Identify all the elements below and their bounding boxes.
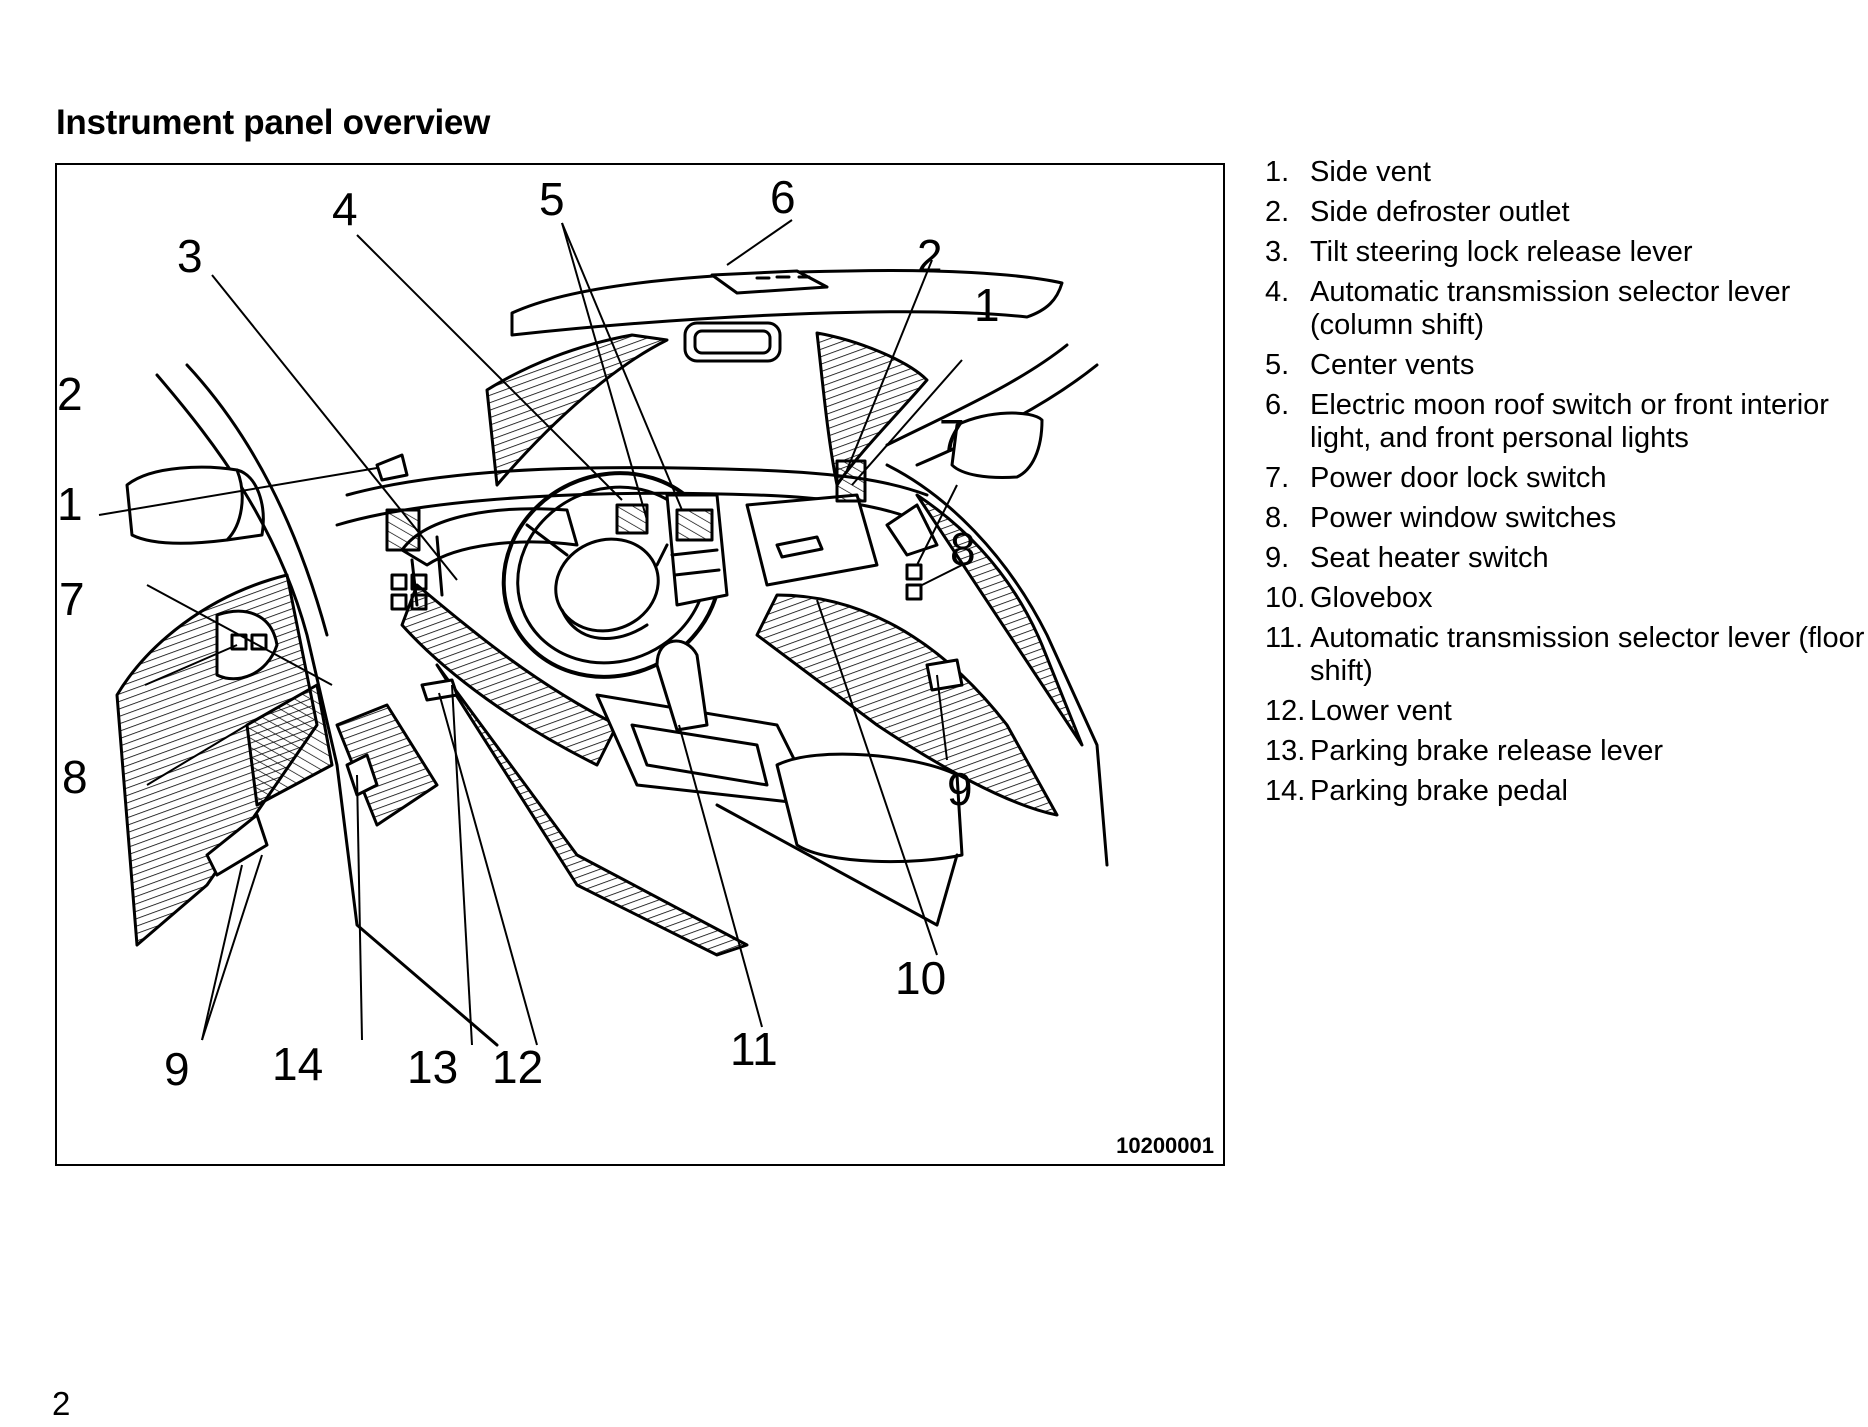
legend-item: 5. Center vents — [1265, 349, 1865, 382]
legend-item-number: 7. — [1265, 462, 1290, 494]
callout-1-left: 1 — [57, 478, 83, 530]
callout-7-left: 7 — [59, 573, 85, 625]
leader-lines — [98, 219, 963, 1046]
legend-item-text: Side vent — [1310, 156, 1431, 188]
legend-item: 10.Glovebox — [1265, 582, 1865, 615]
legend-item: 8. Power window switches — [1265, 502, 1865, 535]
figure-code: 10200001 — [1116, 1133, 1214, 1158]
legend-item-number: 6. — [1265, 389, 1290, 421]
legend-item-text: Seat heater switch — [1310, 542, 1549, 574]
legend-item: 6. Electric moon roof switch or front int… — [1265, 389, 1865, 455]
legend-item-number: 8. — [1265, 502, 1290, 534]
legend-item-number: 11. — [1265, 622, 1304, 654]
legend-item: 3. Tilt steering lock release lever — [1265, 236, 1865, 269]
legend-item-number: 5. — [1265, 349, 1290, 381]
callout-9-right: 9 — [947, 763, 973, 815]
callout-labels: 1 1 2 2 3 4 5 6 7 7 8 8 9 9 10 11 12 13 … — [57, 171, 1214, 1158]
legend-item: 7. Power door lock switch — [1265, 462, 1865, 495]
legend-item: 4. Automatic transmission selector lever … — [1265, 276, 1865, 342]
callout-1-right: 1 — [974, 279, 1000, 331]
legend-item-text: Side defroster outlet — [1310, 196, 1570, 228]
instrument-panel-illustration: 1 1 2 2 3 4 5 6 7 7 8 8 9 9 10 11 12 13 … — [57, 171, 1214, 1158]
legend-item: 13.Parking brake release lever — [1265, 735, 1865, 768]
legend-item-text: Glovebox — [1310, 582, 1433, 614]
legend-item-number: 14. — [1265, 775, 1306, 807]
legend-item-text: Tilt steering lock release lever — [1310, 236, 1693, 268]
legend-item-text: Center vents — [1310, 349, 1475, 381]
legend-item: 2. Side defroster outlet — [1265, 196, 1865, 229]
legend-item-number: 10. — [1265, 582, 1306, 614]
callout-8-left: 8 — [62, 751, 88, 803]
callout-4: 4 — [332, 183, 358, 235]
legend-item: 11.Automatic transmission selector lever… — [1265, 622, 1865, 688]
callout-9-left: 9 — [164, 1043, 190, 1095]
callout-13: 13 — [407, 1041, 458, 1093]
legend-item-number: 4. — [1265, 276, 1290, 308]
legend-item: 14.Parking brake pedal — [1265, 775, 1865, 808]
legend-item-number: 9. — [1265, 542, 1290, 574]
callout-11: 11 — [730, 1023, 778, 1075]
legend-item-number: 1. — [1265, 156, 1290, 188]
legend-item-text: Lower vent — [1310, 695, 1452, 727]
legend-item: 9. Seat heater switch — [1265, 542, 1865, 575]
callout-2-right: 2 — [917, 230, 943, 282]
legend-item-number: 2. — [1265, 196, 1290, 228]
legend-item-text: Power window switches — [1310, 502, 1617, 534]
instrument-panel-figure: 1 1 2 2 3 4 5 6 7 7 8 8 9 9 10 11 12 13 … — [55, 163, 1225, 1166]
callout-10: 10 — [895, 952, 946, 1004]
legend-item-number: 12. — [1265, 695, 1306, 727]
callout-5: 5 — [539, 173, 565, 225]
callout-3: 3 — [177, 230, 203, 282]
legend-item: 1. Side vent — [1265, 156, 1865, 189]
legend-item-text: Electric moon roof switch or front inter… — [1310, 389, 1829, 454]
callout-14: 14 — [272, 1038, 323, 1090]
legend-item-text: Automatic transmission selector lever (c… — [1310, 276, 1791, 341]
callout-2-left: 2 — [57, 368, 83, 420]
legend-item-text: Automatic transmission selector lever (f… — [1310, 622, 1865, 687]
legend-item-text: Power door lock switch — [1310, 462, 1607, 494]
legend-item-number: 13. — [1265, 735, 1306, 767]
callout-7-right: 7 — [939, 410, 965, 462]
page-title: Instrument panel overview — [56, 103, 491, 142]
legend-item-number: 3. — [1265, 236, 1290, 268]
legend-list: 1. Side vent 2. Side defroster outlet 3. Tilt… — [1265, 156, 1865, 815]
callout-6: 6 — [770, 171, 796, 223]
legend-item-text: Parking brake pedal — [1310, 775, 1568, 807]
callout-8-right: 8 — [950, 523, 976, 575]
page-number: 2 — [52, 1385, 71, 1422]
callout-12: 12 — [492, 1041, 543, 1093]
legend-item: 12.Lower vent — [1265, 695, 1865, 728]
legend-item-text: Parking brake release lever — [1310, 735, 1664, 767]
interior-drawing — [115, 269, 1109, 1047]
